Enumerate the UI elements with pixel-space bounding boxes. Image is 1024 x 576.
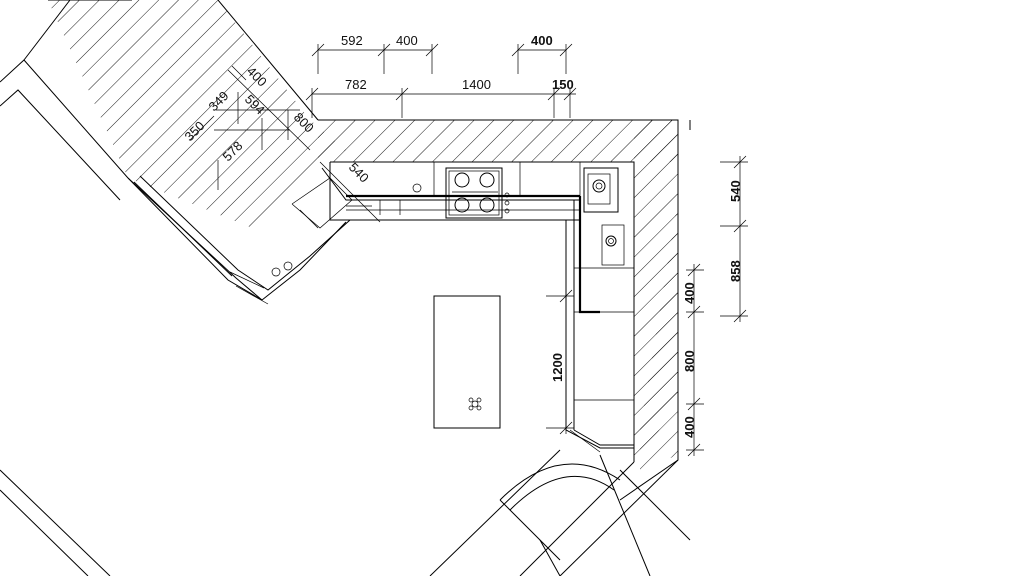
dim-400-top: 400 — [396, 33, 418, 48]
stove-hob — [445, 167, 510, 219]
dim-592: 592 — [341, 33, 363, 48]
sink — [583, 167, 625, 266]
dim-400-right-upper: 400 — [682, 282, 697, 304]
dim-782: 782 — [345, 77, 367, 92]
top-dimension-lines — [305, 43, 577, 118]
door-swing — [499, 463, 621, 576]
right-dimension-lines — [686, 155, 748, 457]
dim-1200-island: 1200 — [550, 353, 565, 382]
dim-150: 150 — [552, 77, 574, 92]
right-dimension-labels: 540 858 400 800 400 1200 — [550, 180, 743, 438]
top-dimension-labels: 592 400 400 782 1400 150 — [341, 33, 574, 92]
dim-1400: 1400 — [462, 77, 491, 92]
small-fixtures — [271, 183, 422, 277]
walls — [0, 0, 691, 576]
dim-400-right-lower: 400 — [682, 416, 697, 438]
island — [433, 295, 501, 429]
wall-hatch-right-lower — [640, 200, 678, 470]
diagonal-dimension-lines — [189, 65, 381, 305]
dim-800-right: 800 — [682, 350, 697, 372]
wall-hatch-top — [318, 120, 678, 162]
wall-hatch-diagonal — [48, 0, 346, 232]
dim-400-bold: 400 — [531, 33, 553, 48]
dim-858: 858 — [728, 260, 743, 282]
island-dimension-line — [546, 289, 574, 435]
dim-540-diag: 540 — [346, 160, 372, 186]
dim-540-right: 540 — [728, 180, 743, 202]
